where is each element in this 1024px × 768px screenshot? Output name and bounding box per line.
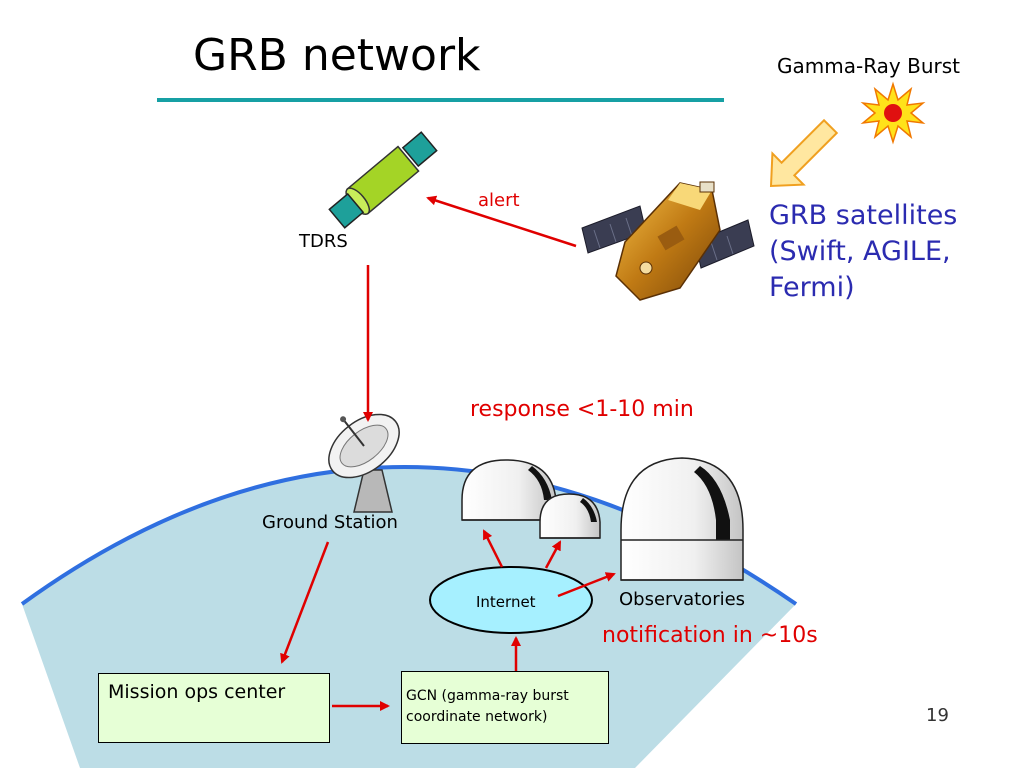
ground-to-ops-arrow: [280, 541, 330, 664]
internet-label: Internet: [476, 593, 536, 611]
mission-ops-center-box: Mission ops center: [98, 673, 330, 743]
internet-to-observatory-arrow: [557, 572, 616, 598]
ground-station-label: Ground Station: [262, 512, 398, 533]
internet-cloud: [429, 566, 593, 634]
grb-satellites-label: GRB satellites (Swift, AGILE, Fermi): [769, 200, 958, 303]
alert-label: alert: [478, 190, 520, 211]
incoming-arrow-icon: [769, 118, 839, 188]
tdrs-satellite-icon: [328, 131, 438, 229]
response-time-label: response <1-10 min: [470, 397, 694, 422]
ground-station-dish-icon: [328, 413, 400, 513]
gamma-ray-burst-label: Gamma-Ray Burst: [777, 54, 960, 78]
page-number: 19: [926, 705, 949, 726]
internet-to-dome-large-arrow: [482, 529, 504, 568]
observatory-dome-main-icon: [620, 457, 744, 581]
observatory-dome-small-icon: [539, 493, 601, 539]
gcn-label: GCN (gamma-ray burst coordinate network): [406, 688, 569, 725]
grb-satellite-icon: [581, 181, 755, 301]
notification-time-label: notification in ~10s: [602, 623, 818, 648]
alert-arrow: [426, 195, 577, 248]
observatories-label: Observatories: [619, 589, 746, 610]
tdrs-label: TDRS: [299, 231, 348, 252]
burst-star-icon: [860, 81, 926, 145]
mission-ops-center-label: Mission ops center: [108, 681, 286, 703]
gcn-box: GCN (gamma-ray burst coordinate network): [401, 671, 609, 744]
page-title: GRB network: [193, 30, 481, 81]
internet-to-dome-small-arrow: [544, 540, 562, 569]
